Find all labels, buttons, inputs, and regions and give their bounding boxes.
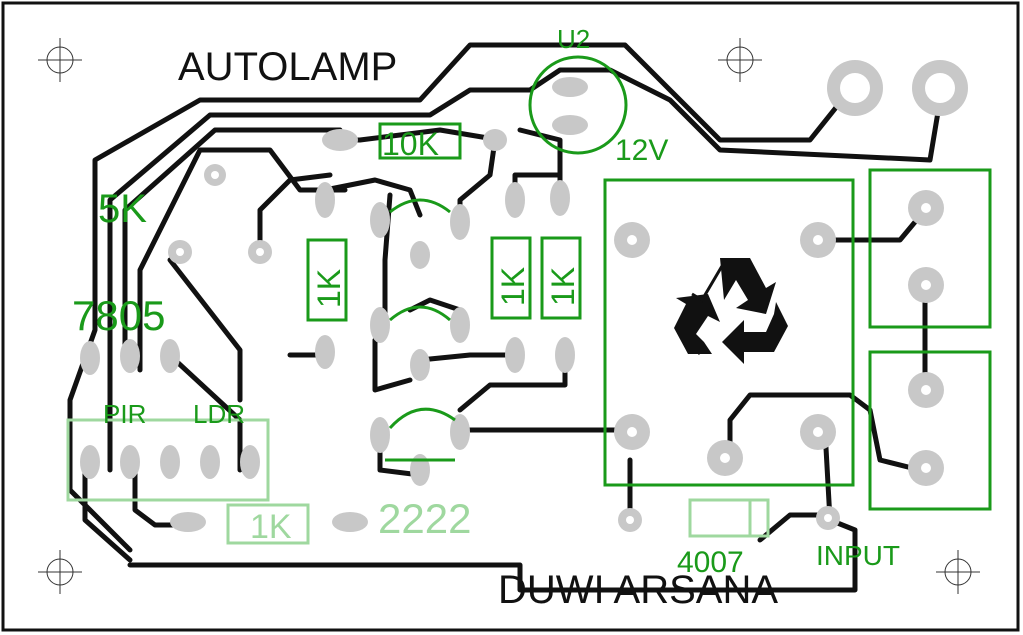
recycle-icon xyxy=(674,258,788,364)
resistor-1k-bottom-label: 1K xyxy=(250,508,292,546)
relay-outline xyxy=(603,178,855,487)
pot-5k-label: 5K xyxy=(98,187,147,231)
pir-label: PIR xyxy=(103,399,146,429)
terminal-block-outline xyxy=(868,168,992,329)
crosshair-mounting-hole-icon xyxy=(718,38,762,82)
ldr-label: LDR xyxy=(193,399,245,429)
resistor-1k-bottom-outline xyxy=(226,503,310,545)
terminal-block-outline xyxy=(868,350,992,511)
resistor-1k-label: 1K xyxy=(311,269,347,308)
voltage-label: 12V xyxy=(615,134,668,167)
resistor-1k-outline xyxy=(490,236,532,320)
u2-label: U2 xyxy=(557,24,590,54)
resistor-1k-outline xyxy=(540,236,582,320)
input-label: INPUT xyxy=(816,540,900,571)
author-label: DUWI ARSANA xyxy=(498,568,778,612)
resistor-10k-outline xyxy=(378,122,462,160)
board-title: AUTOLAMP xyxy=(178,45,397,89)
power-terminal-pads xyxy=(827,60,968,116)
diode-outline xyxy=(688,498,770,538)
transistor-label: 2222 xyxy=(378,495,471,542)
diode-label: 4007 xyxy=(677,546,744,579)
u2-outline xyxy=(528,55,628,155)
silkscreen-outlines xyxy=(306,55,992,511)
resistor-10k-label: 10K xyxy=(382,126,439,162)
component-pads xyxy=(80,77,588,532)
transistor-outline xyxy=(389,198,451,214)
transistor-outline xyxy=(389,305,451,322)
crosshair-mounting-hole-icon xyxy=(936,550,980,594)
resistor-1k-label: 1K xyxy=(545,267,581,306)
resistor-1k-label: 1K xyxy=(495,267,531,306)
transistor-outline xyxy=(388,407,456,430)
pad-drill-holes xyxy=(176,171,931,524)
resistor-1k-outline xyxy=(306,238,348,322)
crosshair-mounting-hole-icon xyxy=(38,38,82,82)
regulator-label: 7805 xyxy=(72,292,165,339)
copper-traces xyxy=(67,42,943,593)
crosshair-mounting-hole-icon xyxy=(38,550,82,594)
silkscreen-faint-outlines xyxy=(66,418,770,545)
